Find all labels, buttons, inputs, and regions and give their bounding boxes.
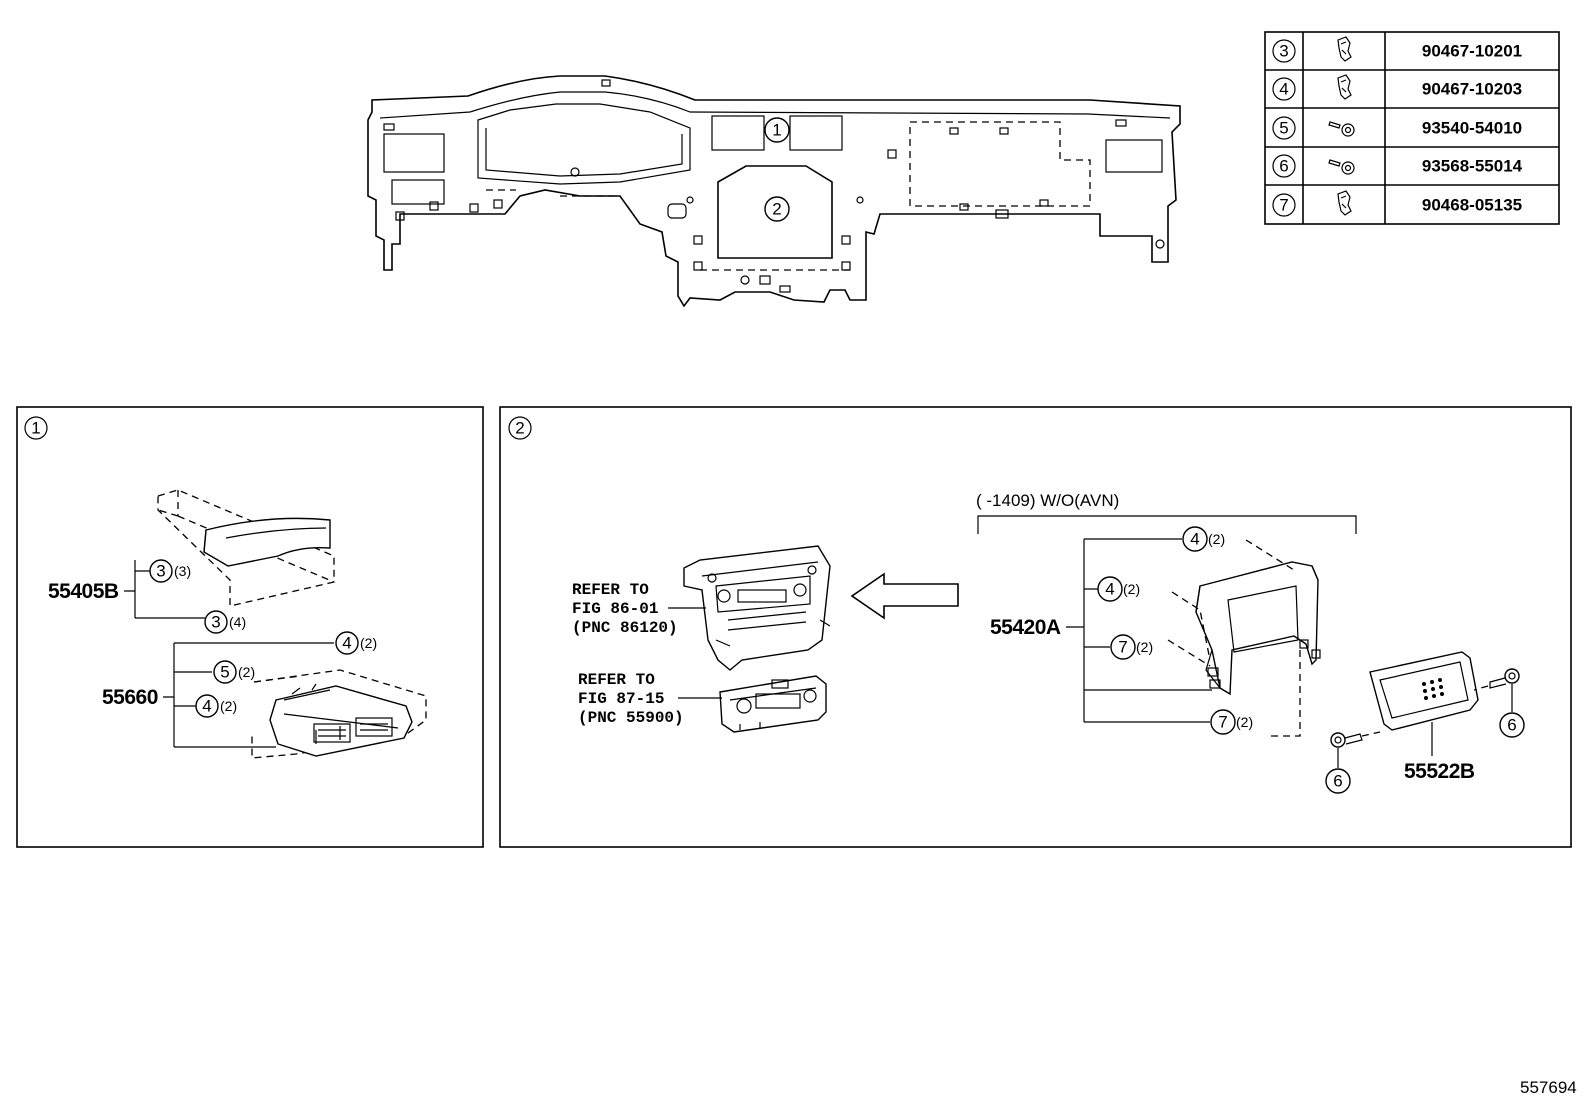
table-part-number: 90468-05135 — [1422, 196, 1522, 215]
detail-panel-1: 1 55405B 3 (3) 3 (4) 55660 — [16, 406, 484, 848]
overview-callout-1: 1 — [772, 121, 781, 140]
callout-qty: (4) — [229, 614, 246, 630]
center-vent-illustration — [251, 669, 427, 759]
refer-1-line-3: (PNC 86120) — [572, 619, 678, 637]
panel-2-title: 2 — [515, 419, 524, 438]
callout-qty: (2) — [1236, 714, 1253, 730]
callout-ref: 3 — [211, 613, 220, 632]
table-ref: 5 — [1279, 119, 1288, 138]
part-label-55522b: 55522B — [1404, 760, 1475, 783]
upper-cover-illustration — [157, 489, 335, 607]
condition-bracket — [977, 515, 1357, 534]
detail-panel-2: 2 REFER TO FIG 86-01 (P — [499, 406, 1572, 848]
display-unit-illustration — [1369, 651, 1479, 731]
table-part-number: 90467-10203 — [1422, 80, 1522, 99]
callout-ref: 4 — [342, 634, 351, 653]
table-part-number: 90467-10201 — [1422, 42, 1522, 61]
callout-ref: 3 — [156, 562, 165, 581]
callout-qty: (2) — [360, 635, 377, 651]
parts-table: 3 90467-10201 4 90467-10203 5 — [1264, 31, 1560, 225]
screw-icon — [1328, 121, 1355, 137]
refer-1-line-1: REFER TO — [572, 581, 649, 599]
refer-2-line-3: (PNC 55900) — [578, 709, 684, 727]
callout-qty: (2) — [220, 698, 237, 714]
overview-callout-2: 2 — [772, 200, 781, 219]
clip-icon — [1337, 74, 1352, 100]
refer-1-line-2: FIG 86-01 — [572, 600, 658, 618]
table-row: 6 93568-55014 — [1272, 154, 1523, 178]
illustration-id: 557694 — [1520, 1078, 1577, 1097]
arrow-icon — [850, 572, 959, 620]
refer-note-1: REFER TO FIG 86-01 (PNC 86120) — [572, 581, 706, 637]
part-label-55660: 55660 — [102, 686, 158, 709]
table-row: 7 90468-05135 — [1272, 190, 1522, 217]
table-ref: 6 — [1279, 157, 1288, 176]
refer-note-2: REFER TO FIG 87-15 (PNC 55900) — [578, 671, 722, 727]
condition-note: ( -1409) W/O(AVN) — [976, 491, 1119, 510]
table-ref: 7 — [1279, 196, 1288, 215]
refer-2-line-2: FIG 87-15 — [578, 690, 664, 708]
callout-qty: (2) — [238, 664, 255, 680]
instrument-panel-illustration: 1 2 — [367, 75, 1181, 308]
callout-qty: (3) — [174, 563, 191, 579]
table-row: 3 90467-10201 — [1272, 36, 1522, 63]
screw-icon — [1330, 732, 1363, 748]
callout-ref: 7 — [1218, 713, 1227, 732]
audio-bezel-illustration — [683, 545, 831, 671]
part-label-55405b: 55405B — [48, 580, 119, 603]
table-ref: 3 — [1279, 42, 1288, 61]
callout-ref: 4 — [1190, 530, 1199, 549]
clip-icon — [1337, 36, 1352, 62]
callout-qty: (2) — [1136, 639, 1153, 655]
speaker-grille-icon — [1422, 678, 1444, 700]
callout-ref: 6 — [1333, 772, 1342, 791]
table-part-number: 93568-55014 — [1422, 157, 1523, 176]
callout-ref: 5 — [220, 663, 229, 682]
screw-icon — [1489, 668, 1520, 689]
callout-ref: 4 — [202, 697, 211, 716]
table-ref: 4 — [1279, 80, 1288, 99]
callout-ref: 6 — [1507, 716, 1516, 735]
callout-ref: 7 — [1118, 638, 1127, 657]
callout-qty: (2) — [1208, 531, 1225, 547]
climate-panel-illustration — [719, 675, 827, 733]
refer-2-line-1: REFER TO — [578, 671, 655, 689]
display-bezel-illustration — [1195, 561, 1321, 696]
callout-ref: 4 — [1105, 580, 1114, 599]
part-label-55420a: 55420A — [990, 616, 1061, 639]
screw-icon — [1328, 159, 1355, 175]
clip-icon — [1337, 190, 1352, 216]
callout-qty: (2) — [1123, 581, 1140, 597]
table-part-number: 93540-54010 — [1422, 119, 1522, 138]
table-row: 5 93540-54010 — [1272, 116, 1522, 140]
panel-1-title: 1 — [31, 419, 40, 438]
table-row: 4 90467-10203 — [1272, 74, 1522, 101]
